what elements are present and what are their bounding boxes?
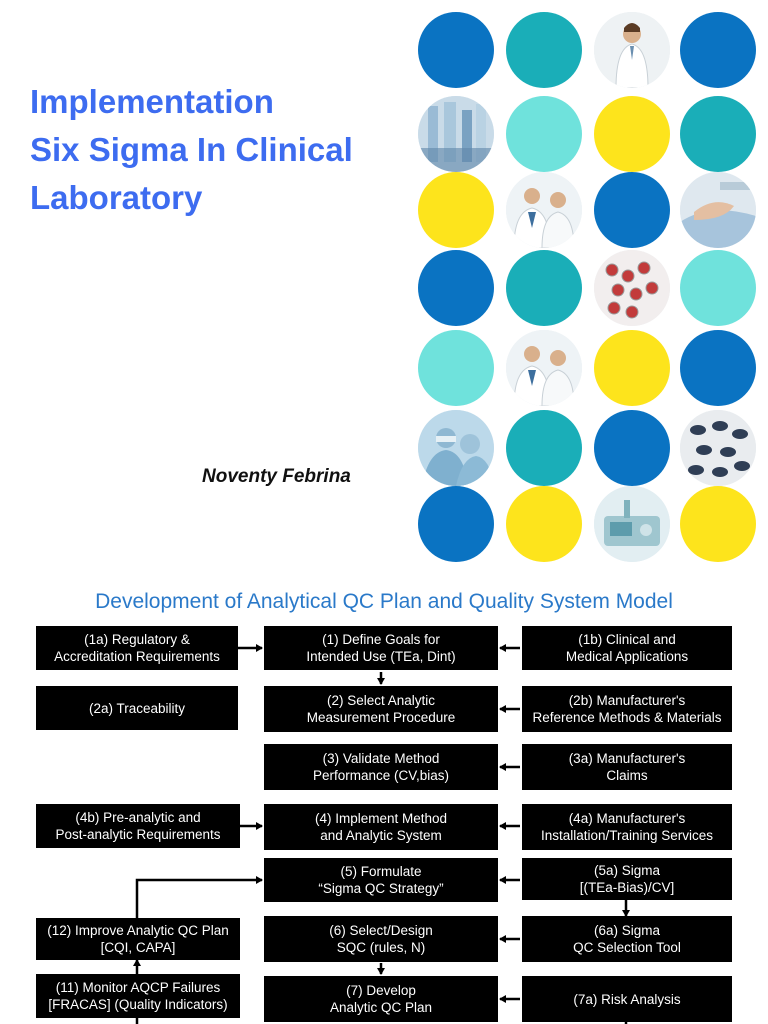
teal-circle: [506, 410, 582, 486]
photo-pills-circle: [680, 410, 756, 486]
teal-circle: [680, 96, 756, 172]
blue-circle: [418, 12, 494, 88]
light-circle: [506, 96, 582, 172]
photo-pills-image: [680, 410, 756, 486]
photo-doctors-circle: [506, 172, 582, 248]
circle-grid: [418, 12, 758, 562]
yellow-circle: [506, 486, 582, 562]
photo-doctor-image: [594, 12, 670, 88]
yellow-circle: [418, 172, 494, 248]
box-4b-pre-post-analytic: (4b) Pre-analytic and Post-analytic Requ…: [36, 804, 240, 848]
light-circle: [680, 250, 756, 326]
blue-circle: [418, 486, 494, 562]
box-7-develop-plan: (7) Develop Analytic QC Plan: [264, 976, 498, 1022]
box-5-sigma-strategy: (5) Formulate “Sigma QC Strategy”: [264, 858, 498, 902]
photo-doctors-circle: [506, 330, 582, 406]
box-6-select-sqc: (6) Select/Design SQC (rules, N): [264, 916, 498, 962]
title-line-3: Laboratory: [30, 179, 203, 216]
photo-surgery-image: [418, 410, 494, 486]
photo-surgery-circle: [418, 410, 494, 486]
teal-circle: [506, 12, 582, 88]
arrow-12-5: [135, 876, 263, 918]
photo-equipment-image: [594, 486, 670, 562]
photo-hand-circle: [680, 172, 756, 248]
box-2b-reference-methods: (2b) Manufacturer's Reference Methods & …: [522, 686, 732, 732]
yellow-circle: [594, 96, 670, 172]
slide-title: Implementation Six Sigma In Clinical Lab…: [30, 78, 400, 222]
blue-circle: [418, 250, 494, 326]
photo-doctor-circle: [594, 12, 670, 88]
photo-tubes-circle: [594, 250, 670, 326]
flow-arrows: [133, 644, 630, 1024]
title-line-1: Implementation: [30, 83, 274, 120]
yellow-circle: [680, 486, 756, 562]
diagram-title: Development of Analytical QC Plan and Qu…: [95, 590, 673, 613]
blue-circle: [594, 410, 670, 486]
box-1b-clinical: (1b) Clinical and Medical Applications: [522, 626, 732, 670]
photo-equipment-circle: [594, 486, 670, 562]
photo-lab-image: [418, 96, 494, 172]
blue-circle: [680, 330, 756, 406]
title-slide: Implementation Six Sigma In Clinical Lab…: [30, 12, 758, 562]
photo-hand-image: [680, 172, 756, 248]
box-1a-regulatory: (1a) Regulatory & Accreditation Requirem…: [36, 626, 238, 670]
author-name: Noventy Febrina: [202, 466, 351, 487]
box-11-monitor-failures: (11) Monitor AQCP Failures [FRACAS] (Qua…: [36, 974, 240, 1018]
photo-doctors-image: [506, 330, 582, 406]
box-4a-installation: (4a) Manufacturer's Installation/Trainin…: [522, 804, 732, 850]
light-circle: [418, 330, 494, 406]
photo-doctors-image: [506, 172, 582, 248]
box-12-improve-plan: (12) Improve Analytic QC Plan [CQI, CAPA…: [36, 918, 240, 960]
box-7a-risk-analysis: (7a) Risk Analysis: [522, 976, 732, 1022]
box-3-validate-method: (3) Validate Method Performance (CV,bias…: [264, 744, 498, 790]
teal-circle: [506, 250, 582, 326]
box-2-select-procedure: (2) Select Analytic Measurement Procedur…: [264, 686, 498, 732]
blue-circle: [680, 12, 756, 88]
photo-tubes-image: [594, 250, 670, 326]
box-3a-claims: (3a) Manufacturer's Claims: [522, 744, 732, 790]
box-1-define-goals: (1) Define Goals for Intended Use (TEa, …: [264, 626, 498, 670]
qc-plan-diagram-slide: Development of Analytical QC Plan and Qu…: [0, 576, 768, 1024]
blue-circle: [594, 172, 670, 248]
box-6a-qc-selection-tool: (6a) Sigma QC Selection Tool: [522, 916, 732, 962]
box-5a-sigma-formula: (5a) Sigma [(TEa-Bias)/CV]: [522, 858, 732, 900]
photo-lab-circle: [418, 96, 494, 172]
box-2a-traceability: (2a) Traceability: [36, 686, 238, 730]
yellow-circle: [594, 330, 670, 406]
box-4-implement-method: (4) Implement Method and Analytic System: [264, 804, 498, 850]
title-line-2: Six Sigma In Clinical: [30, 131, 353, 168]
